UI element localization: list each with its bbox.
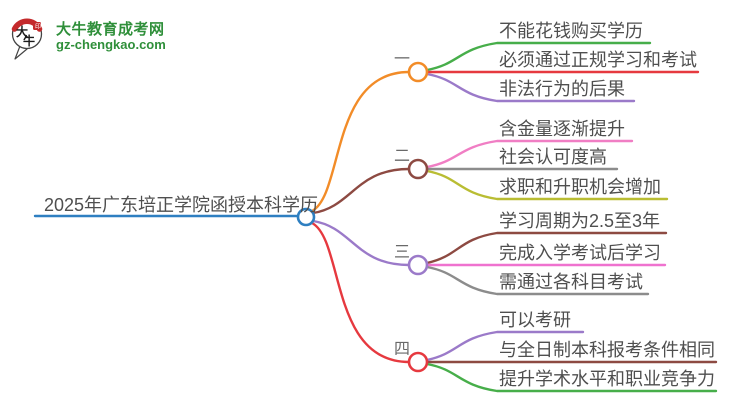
branch-2-item-1-underline <box>425 139 634 169</box>
site-logo[interactable]: 印 大 牛 大牛教育成考网 gz-chengkao.com <box>10 12 210 64</box>
branch-2-item-2[interactable]: 社会认可度高 <box>499 147 607 167</box>
branch-4-item-3-underline <box>425 362 718 393</box>
branch-4-item-3[interactable]: 提升学术水平和职业竞争力 <box>499 369 715 389</box>
branch-2-label[interactable]: 二 <box>393 148 410 165</box>
branch-3-item-1[interactable]: 学习周期为2.5至3年 <box>499 211 661 231</box>
branch-4-item-1[interactable]: 可以考研 <box>499 310 571 330</box>
branch-2-item-3-underline <box>425 169 669 201</box>
branch-3-node-circle[interactable] <box>407 254 429 276</box>
branch-3-item-3-underline <box>425 265 650 296</box>
svg-text:印: 印 <box>35 24 41 31</box>
svg-text:牛: 牛 <box>23 33 35 48</box>
branch-4-item-2[interactable]: 与全日制本科报考条件相同 <box>499 340 715 360</box>
branch-1-item-3-underline <box>425 72 636 103</box>
branch-3-item-3[interactable]: 需通过各科目考试 <box>499 272 643 292</box>
curve-root-to-branch-1 <box>310 70 411 213</box>
branch-3-item-1-underline <box>425 231 668 265</box>
branch-1-item-2[interactable]: 必须通过正规学习和考试 <box>499 50 697 70</box>
branch-1-label[interactable]: 一 <box>393 51 410 68</box>
branch-2-item-3[interactable]: 求职和升职机会增加 <box>499 177 661 197</box>
svg-text:大: 大 <box>16 24 28 39</box>
branch-1-node-circle[interactable] <box>407 61 429 83</box>
branch-1-item-1[interactable]: 不能花钱购买学历 <box>499 21 643 41</box>
curve-root-to-branch-4 <box>310 221 411 364</box>
curve-root-to-branch-2 <box>311 167 411 215</box>
branch-3-label[interactable]: 三 <box>393 244 410 261</box>
root-node-circle[interactable] <box>296 207 316 227</box>
branch-4-node-circle[interactable] <box>407 351 429 373</box>
branch-1-item-1-underline <box>425 41 652 72</box>
logo-title: 大牛教育成考网 <box>56 21 165 38</box>
branch-4-item-1-underline <box>425 330 585 362</box>
branch-2-item-1[interactable]: 含金量逐渐提升 <box>499 119 625 139</box>
root-topic[interactable]: 2025年广东培正学院函授本科学历 <box>44 195 319 215</box>
logo-domain: gz-chengkao.com <box>56 37 166 52</box>
curve-root-to-branch-3 <box>311 219 411 267</box>
branch-1-item-3[interactable]: 非法行为的后果 <box>499 79 625 99</box>
daniu-bull-icon: 印 大 牛 <box>11 18 43 60</box>
branch-2-node-circle[interactable] <box>407 158 429 180</box>
branch-3-item-2[interactable]: 完成入学考试后学习 <box>499 243 661 263</box>
branch-4-label[interactable]: 四 <box>393 341 410 358</box>
